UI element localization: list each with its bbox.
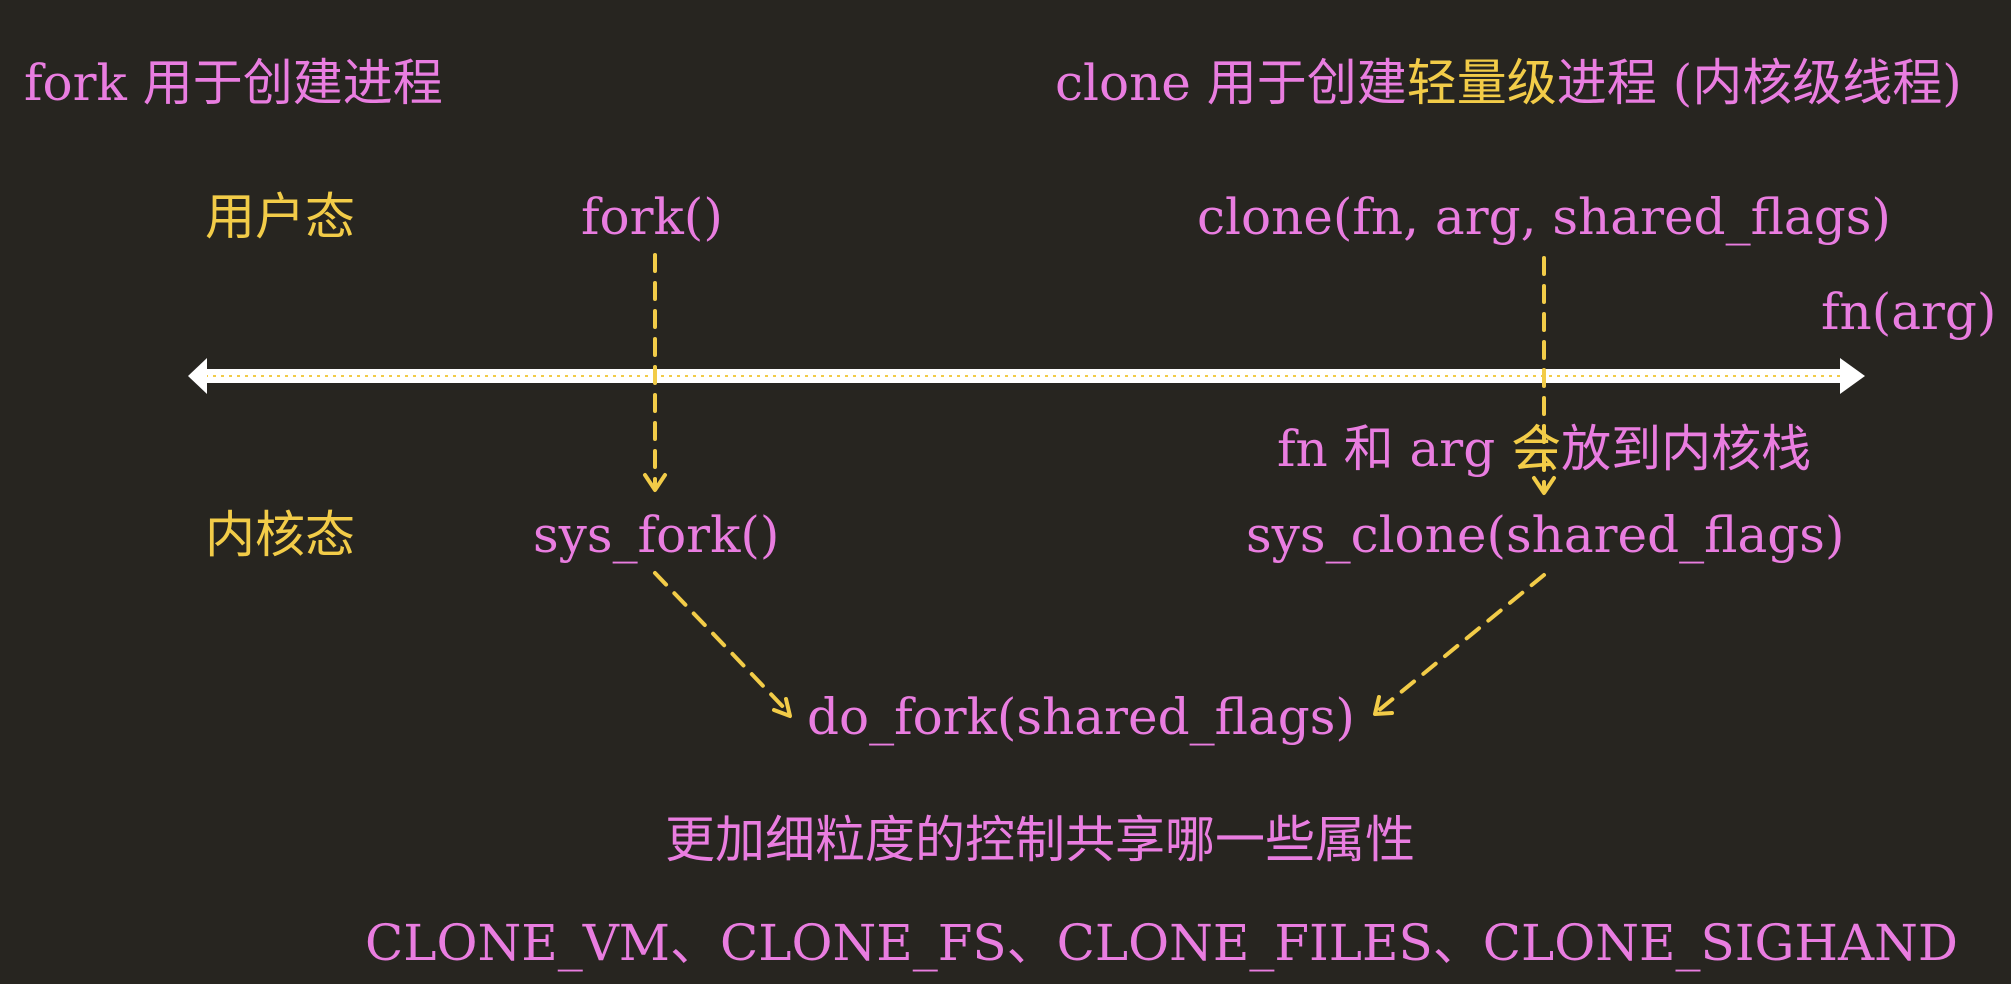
boundary-arrowhead-left	[188, 358, 207, 394]
sys-fork-call: sys_fork()	[533, 506, 780, 564]
boundary-arrowhead-right	[1840, 358, 1865, 394]
sysfork-to-dofork-arrow	[653, 571, 792, 718]
user-mode-label: 用户态	[205, 188, 355, 246]
clone-heading-highlight: 轻量级	[1406, 54, 1557, 112]
sys-clone-call: sys_clone(shared_flags)	[1246, 506, 1845, 564]
user-kernel-boundary-arrow	[188, 358, 1865, 394]
clone-heading-prefix: clone 用于创建	[1055, 54, 1407, 112]
fork-to-sysfork-arrow	[643, 253, 667, 492]
clone-call: clone(fn, arg, shared_flags)	[1197, 188, 1891, 246]
kernel-stack-note-prefix: fn 和 arg	[1277, 420, 1512, 478]
fork-call: fork()	[581, 188, 723, 246]
kernel-stack-note-highlight: 会	[1511, 420, 1562, 478]
do-fork-call: do_fork(shared_flags)	[807, 688, 1355, 746]
clone-to-sysclone-arrow	[1532, 256, 1556, 495]
fork-heading: fork 用于创建进程	[24, 54, 443, 112]
clone-flags-list: CLONE_VM、CLONE_FS、CLONE_FILES、CLONE_SIGH…	[365, 914, 1958, 972]
kernel-stack-note: fn 和 arg 会放到内核栈	[1277, 424, 1811, 474]
fn-arg-call: fn(arg)	[1821, 283, 1997, 341]
clone-heading: clone 用于创建轻量级进程 (内核级线程)	[1055, 58, 1962, 108]
clone-heading-suffix: 进程 (内核级线程)	[1556, 54, 1962, 112]
sysclone-to-dofork-arrow	[1373, 573, 1546, 716]
kernel-mode-label: 内核态	[205, 506, 355, 564]
fine-grained-note: 更加细粒度的控制共享哪一些属性	[665, 811, 1415, 869]
kernel-stack-note-suffix: 放到内核栈	[1561, 420, 1812, 478]
